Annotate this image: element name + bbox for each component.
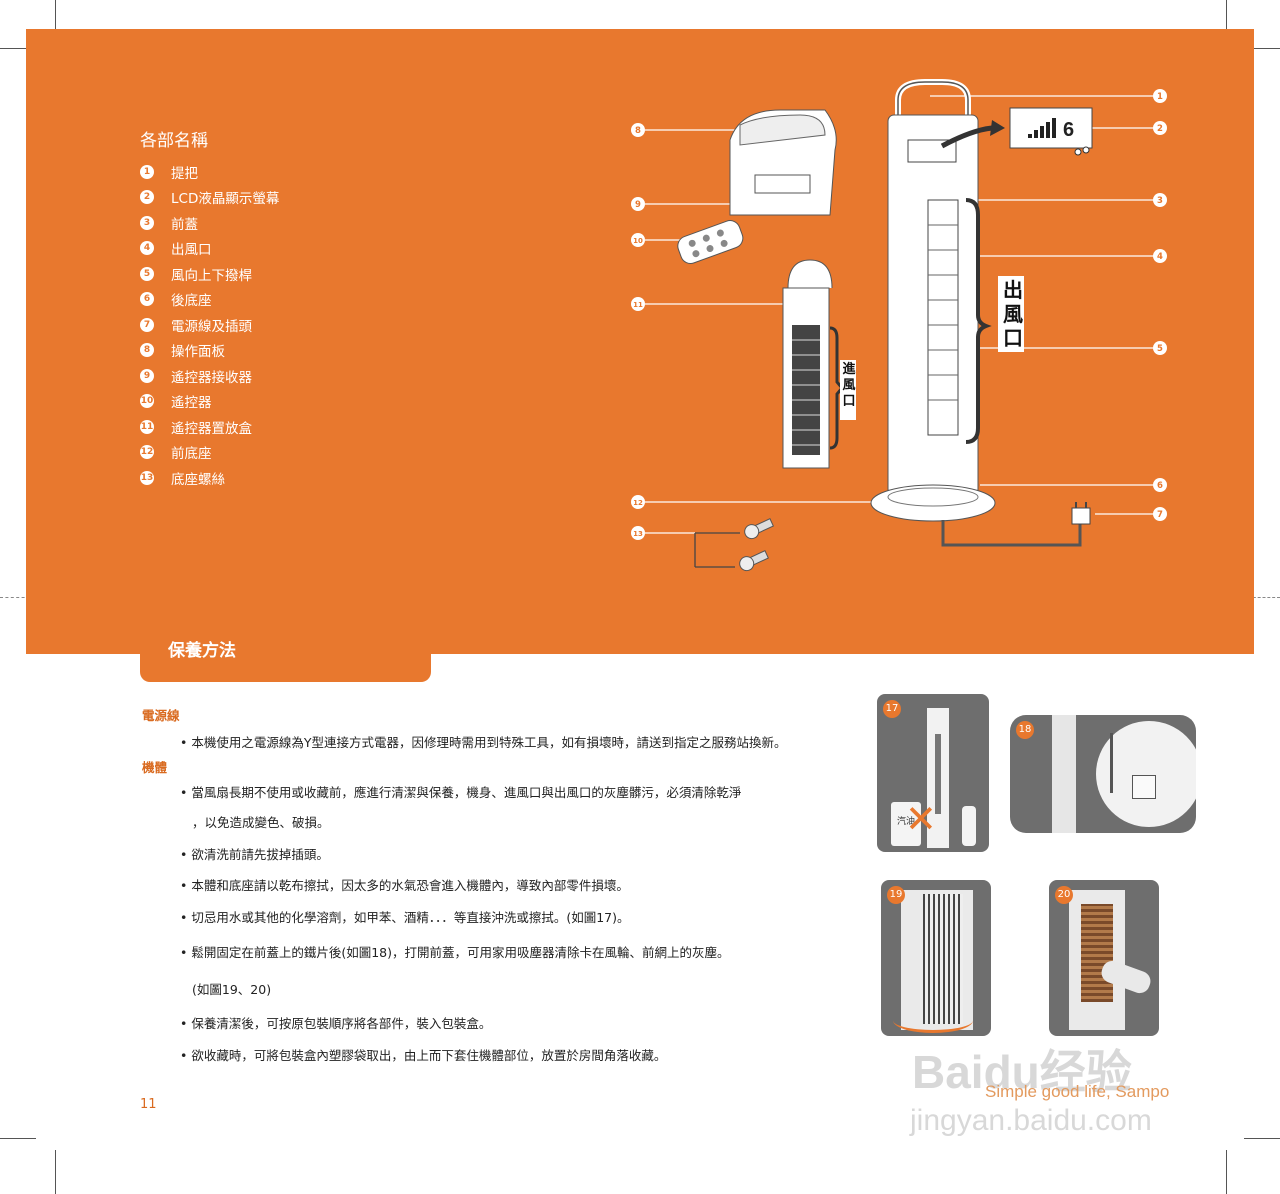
callout-13: 13 [633,530,643,538]
list-item: 6 後底座 [140,287,279,313]
parts-list: 1 提把 2 LCD液晶顯示螢幕 3 前蓋 4 出風口 5 風向上下撥桿 6 後底座 7 電源… [140,159,279,491]
figure-number: 19 [887,886,905,904]
callout-11: 11 [633,301,643,309]
item-label: 風向上下撥桿 [171,267,252,284]
list-item: 11 遙控器置放盒 [140,414,279,440]
figure-19: 19 [881,880,991,1036]
tagline: Simple good life, Sampo [985,1082,1170,1101]
crop-mark [55,1150,56,1194]
item-number: 4 [140,241,154,256]
callout-7: 7 [1157,510,1163,520]
list-item: 13 底座螺絲 [140,465,279,491]
item-label: 遙控器 [171,395,212,412]
list-item: 8 操作面板 [140,338,279,364]
fan-diagram: 6 1 2 3 4 5 6 7 [631,79,1167,572]
list-item: 10 遙控器 [140,389,279,415]
item-label: 後底座 [171,293,212,310]
item-label: 電源線及插頭 [171,318,252,335]
care-tab [140,620,431,682]
list-item: 9 遙控器接收器 [140,363,279,389]
item-label: LCD液晶顯示螢幕 [171,191,280,208]
callout-4: 4 [1157,252,1163,262]
list-item: 5 風向上下撥桿 [140,261,279,287]
list-item: 4 出風口 [140,236,279,262]
figure-number: 18 [1016,721,1034,739]
item-number: 8 [140,343,154,358]
callout-2: 2 [1157,124,1163,134]
body-heading: 機體 [142,760,168,775]
item-label: 遙控器置放盒 [171,420,252,437]
power-cord-heading: 電源線 [142,708,180,723]
crop-mark [0,1138,36,1139]
figure-17: 汽油 ✕ 17 [877,694,989,852]
body-line: • 鬆開固定在前蓋上的鐵片後(如圖18)，打開前蓋，可用家用吸塵器清除卡在風輪、… [180,945,730,960]
outlet-label: 出風口 [1003,278,1023,350]
figure-number: 17 [883,700,901,718]
item-label: 遙控器接收器 [171,369,252,386]
fold-line [1248,597,1280,598]
item-number: 3 [140,215,154,230]
care-title: 保養方法 [168,641,236,661]
power-cord-text: • 本機使用之電源線為Y型連接方式電器，因修理時需用到特殊工具，如有損壞時，請送… [180,735,787,750]
body-line: (如圖19、20) [192,982,272,997]
item-label: 操作面板 [171,344,225,361]
crop-mark [1244,48,1280,49]
body-line: ，以免造成變色、破損。 [192,815,330,830]
figure-number: 20 [1055,886,1073,904]
parts-title: 各部名稱 [140,131,208,151]
item-number: 10 [140,394,154,409]
list-item: 3 前蓋 [140,210,279,236]
item-label: 前蓋 [171,216,198,233]
callout-5: 5 [1157,344,1163,354]
item-number: 6 [140,292,154,307]
item-label: 出風口 [171,242,212,259]
crop-mark [1226,0,1227,48]
body-line: • 欲清洗前請先拔掉插頭。 [180,847,329,862]
body-line: • 本體和底座請以乾布擦拭，因太多的水氣恐會進入機體內，導致內部零件損壞。 [180,878,629,893]
callout-3: 3 [1157,196,1163,206]
item-number: 5 [140,266,154,281]
item-number: 12 [140,445,154,460]
fold-line [0,597,30,598]
item-number: 1 [140,164,154,179]
watermark-url: jingyan.baidu.com [910,1104,1152,1137]
item-number: 2 [140,190,154,205]
crop-mark [55,0,56,48]
crop-mark [0,48,36,49]
item-label: 提把 [171,165,198,182]
callout-1: 1 [1157,92,1163,102]
inlet-label: 進風口 [842,362,856,409]
list-item: 1 提把 [140,159,279,185]
list-item: 12 前底座 [140,440,279,466]
figure-18: 18 [1010,715,1196,833]
crop-mark [1226,1150,1227,1194]
item-number: 13 [140,470,154,485]
body-line: • 切忌用水或其他的化學溶劑，如甲苯、酒精．．．等直接沖洗或擦拭。(如圖17)。 [180,910,630,925]
body-line: • 保養清潔後，可按原包裝順序將各部件，裝入包裝盒。 [180,1016,492,1031]
body-line: • 欲收藏時，可將包裝盒內塑膠袋取出，由上而下套住機體部位，放置於房間角落收藏。 [180,1048,667,1063]
callout-6: 6 [1157,481,1163,491]
list-item: 2 LCD液晶顯示螢幕 [140,185,279,211]
item-number: 11 [140,419,154,434]
fuel-label: 汽油 [896,817,915,827]
list-item: 7 電源線及插頭 [140,312,279,338]
callout-12: 12 [633,499,643,507]
lcd-digit: 6 [1063,119,1074,141]
callout-10: 10 [633,237,643,245]
watermark-brand: Baidu经验 [912,1046,1132,1098]
callout-9: 9 [635,200,641,210]
item-label: 前底座 [171,446,212,463]
body-line: • 當風扇長期不使用或收藏前，應進行清潔與保養，機身、進風口與出風口的灰塵髒污，… [180,785,742,800]
item-number: 9 [140,368,154,383]
figure-20: 20 [1049,880,1159,1036]
item-label: 底座螺絲 [171,471,225,488]
callout-8: 8 [635,126,641,136]
crop-mark [1244,1138,1280,1139]
item-number: 7 [140,317,154,332]
page-number: 11 [140,1097,157,1112]
